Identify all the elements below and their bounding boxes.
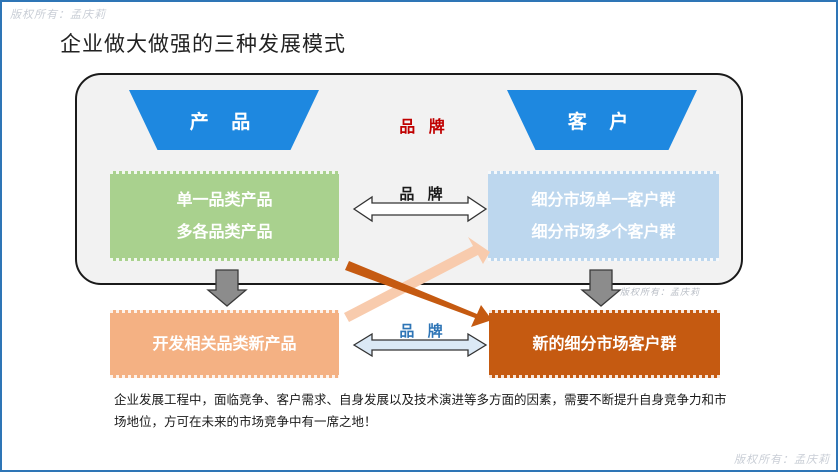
- serrated-edge-top: [110, 310, 339, 313]
- new-product-label: 开发相关品类新产品: [152, 334, 297, 353]
- product-label: 产 品: [189, 110, 259, 133]
- customer-label: 客 户: [567, 110, 637, 133]
- watermark-top: 版权所有：孟庆莉: [10, 8, 106, 21]
- page-title: 企业做大做强的三种发展模式: [60, 32, 346, 56]
- serrated-edge-top: [110, 171, 339, 174]
- serrated-edge-bottom: [489, 375, 720, 378]
- market-segment-box: 细分市场单一客户群 细分市场多个客户群: [488, 171, 719, 261]
- market-segment-line2: 细分市场多个客户群: [531, 222, 676, 241]
- new-product-box: 开发相关品类新产品: [110, 310, 339, 378]
- brand-link-top-label: 品 牌: [399, 185, 447, 203]
- market-segment-line1: 细分市场单一客户群: [531, 190, 676, 209]
- caption-text: 企业发展工程中，面临竞争、客户需求、自身发展以及技术演进等多方面的因素，需要不断…: [114, 392, 727, 429]
- serrated-edge-top: [489, 310, 720, 313]
- serrated-edge-bottom: [488, 258, 719, 261]
- watermark-middle: 版权所有：孟庆莉: [620, 288, 701, 298]
- customer-trapezoid: 客 户: [507, 90, 697, 150]
- single-category-box: 单一品类产品 多各品类产品: [110, 171, 339, 261]
- single-category-line2: 多各品类产品: [176, 222, 273, 241]
- watermark-bottom: 版权所有：孟庆莉: [734, 453, 830, 466]
- serrated-edge-top: [488, 171, 719, 174]
- new-segment-label: 新的细分市场客户群: [532, 334, 677, 353]
- new-segment-box: 新的细分市场客户群: [489, 310, 720, 378]
- serrated-edge-bottom: [110, 258, 339, 261]
- serrated-edge-bottom: [110, 375, 339, 378]
- single-category-line1: 单一品类产品: [176, 190, 273, 209]
- brand-center-label: 品 牌: [399, 117, 449, 136]
- product-trapezoid: 产 品: [129, 90, 319, 150]
- brand-link-bottom-label: 品 牌: [399, 322, 447, 340]
